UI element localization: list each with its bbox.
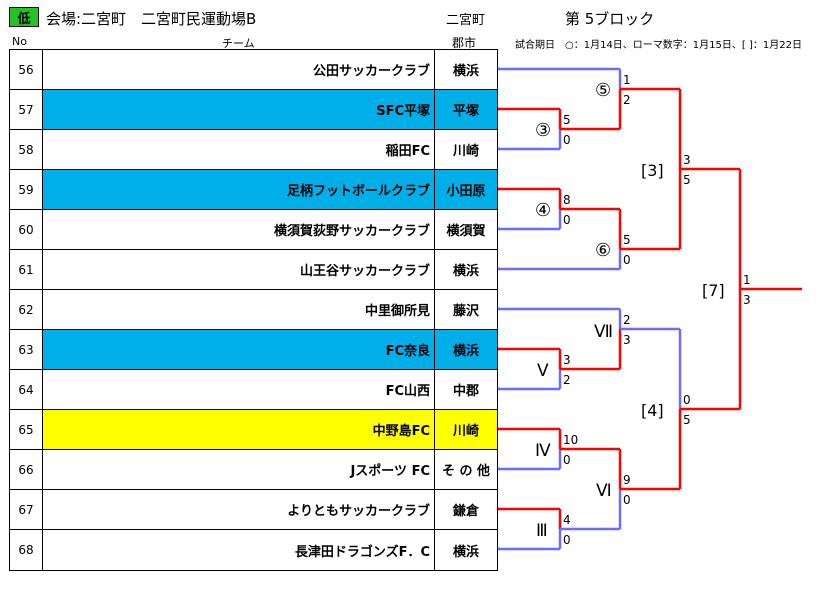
- match-label-bracket-3: [3]: [641, 161, 664, 180]
- column-header-city: 郡市: [452, 36, 477, 50]
- match-label-v: Ⅴ: [537, 361, 549, 381]
- team-number: 62: [10, 290, 43, 329]
- match-label-vii: Ⅶ: [594, 322, 613, 342]
- match-score: 0: [563, 533, 571, 547]
- team-city: 川崎: [435, 130, 497, 169]
- column-header-team: チーム: [222, 37, 255, 50]
- team-number: 65: [10, 410, 43, 449]
- match-score: 0: [623, 493, 631, 507]
- match-label-iv: Ⅳ: [535, 441, 551, 461]
- team-city: 藤沢: [435, 290, 497, 329]
- team-city: 横浜: [435, 330, 497, 369]
- team-number: 57: [10, 90, 43, 129]
- team-city: そ の 他: [435, 450, 497, 489]
- match-score: 5: [563, 113, 571, 127]
- match-score: 0: [683, 393, 691, 407]
- match-score: 3: [623, 333, 631, 347]
- team-number: 68: [10, 530, 43, 570]
- team-city: 川崎: [435, 410, 497, 449]
- match-score: 3: [563, 353, 571, 367]
- match-score: 1: [743, 273, 751, 287]
- team-city: 中郡: [435, 370, 497, 409]
- team-number: 58: [10, 130, 43, 169]
- match-label-5: ⑤: [595, 80, 611, 101]
- team-name: 足柄フットボールクラブ: [43, 170, 435, 209]
- match-label-bracket-7: [7]: [702, 281, 725, 300]
- team-name: Jスポーツ FC: [43, 450, 435, 489]
- team-number: 67: [10, 490, 43, 529]
- team-number: 66: [10, 450, 43, 489]
- team-city: 小田原: [435, 170, 497, 209]
- team-name: 公田サッカークラブ: [43, 50, 435, 89]
- match-label-6: ⑥: [595, 240, 611, 261]
- team-city: 横須賀: [435, 210, 497, 249]
- match-score: 5: [623, 233, 631, 247]
- block-title: 第 5ブロック: [565, 10, 655, 28]
- match-label-3: ③: [535, 120, 551, 141]
- schedule-note: 試合期日 ○：1月14日、ローマ数字：1月15日、[ ]：1月22日: [515, 40, 802, 51]
- team-city: 横浜: [435, 250, 497, 289]
- team-name: 長津田ドラゴンズF．C: [43, 530, 435, 570]
- team-name: FC山西: [43, 370, 435, 409]
- match-score: 2: [563, 373, 571, 387]
- team-city: 横浜: [435, 50, 497, 89]
- match-score: 10: [563, 433, 578, 447]
- match-score: 5: [683, 413, 691, 427]
- match-score: 1: [623, 73, 631, 87]
- match-label-4: ④: [535, 200, 551, 221]
- match-label-iii: Ⅲ: [536, 521, 548, 541]
- level-badge: 低: [9, 7, 39, 27]
- match-score: 3: [743, 293, 751, 307]
- venue-title: 会場:二宮町 二宮町民運動場B: [46, 10, 257, 28]
- match-score: 5: [683, 173, 691, 187]
- team-city: 平塚: [435, 90, 497, 129]
- team-number: 63: [10, 330, 43, 369]
- team-name: FC奈良: [43, 330, 435, 369]
- match-score: 3: [683, 153, 691, 167]
- match-score: 8: [563, 193, 571, 207]
- team-number: 61: [10, 250, 43, 289]
- match-score: 0: [563, 213, 571, 227]
- match-label-bracket-4: [4]: [641, 401, 664, 420]
- team-name: SFC平塚: [43, 90, 435, 129]
- team-name: 稲田FC: [43, 130, 435, 169]
- match-score: 0: [623, 253, 631, 267]
- team-city: 鎌倉: [435, 490, 497, 529]
- team-city: 横浜: [435, 530, 497, 570]
- team-name: よりともサッカークラブ: [43, 490, 435, 529]
- team-name: 中里御所見: [43, 290, 435, 329]
- match-label-vi: Ⅵ: [596, 481, 612, 501]
- host-town: 二宮町: [446, 13, 486, 28]
- team-number: 59: [10, 170, 43, 209]
- match-score: 2: [623, 313, 631, 327]
- team-name: 中野島FC: [43, 410, 435, 449]
- match-score: 9: [623, 473, 631, 487]
- match-score: 4: [563, 513, 571, 527]
- match-score: 0: [563, 453, 571, 467]
- team-number: 64: [10, 370, 43, 409]
- team-name: 山王谷サッカークラブ: [43, 250, 435, 289]
- team-number: 56: [10, 50, 43, 89]
- team-name: 横須賀荻野サッカークラブ: [43, 210, 435, 249]
- match-score: 2: [623, 93, 631, 107]
- column-header-no: No: [12, 35, 27, 48]
- match-score: 0: [563, 133, 571, 147]
- team-number: 60: [10, 210, 43, 249]
